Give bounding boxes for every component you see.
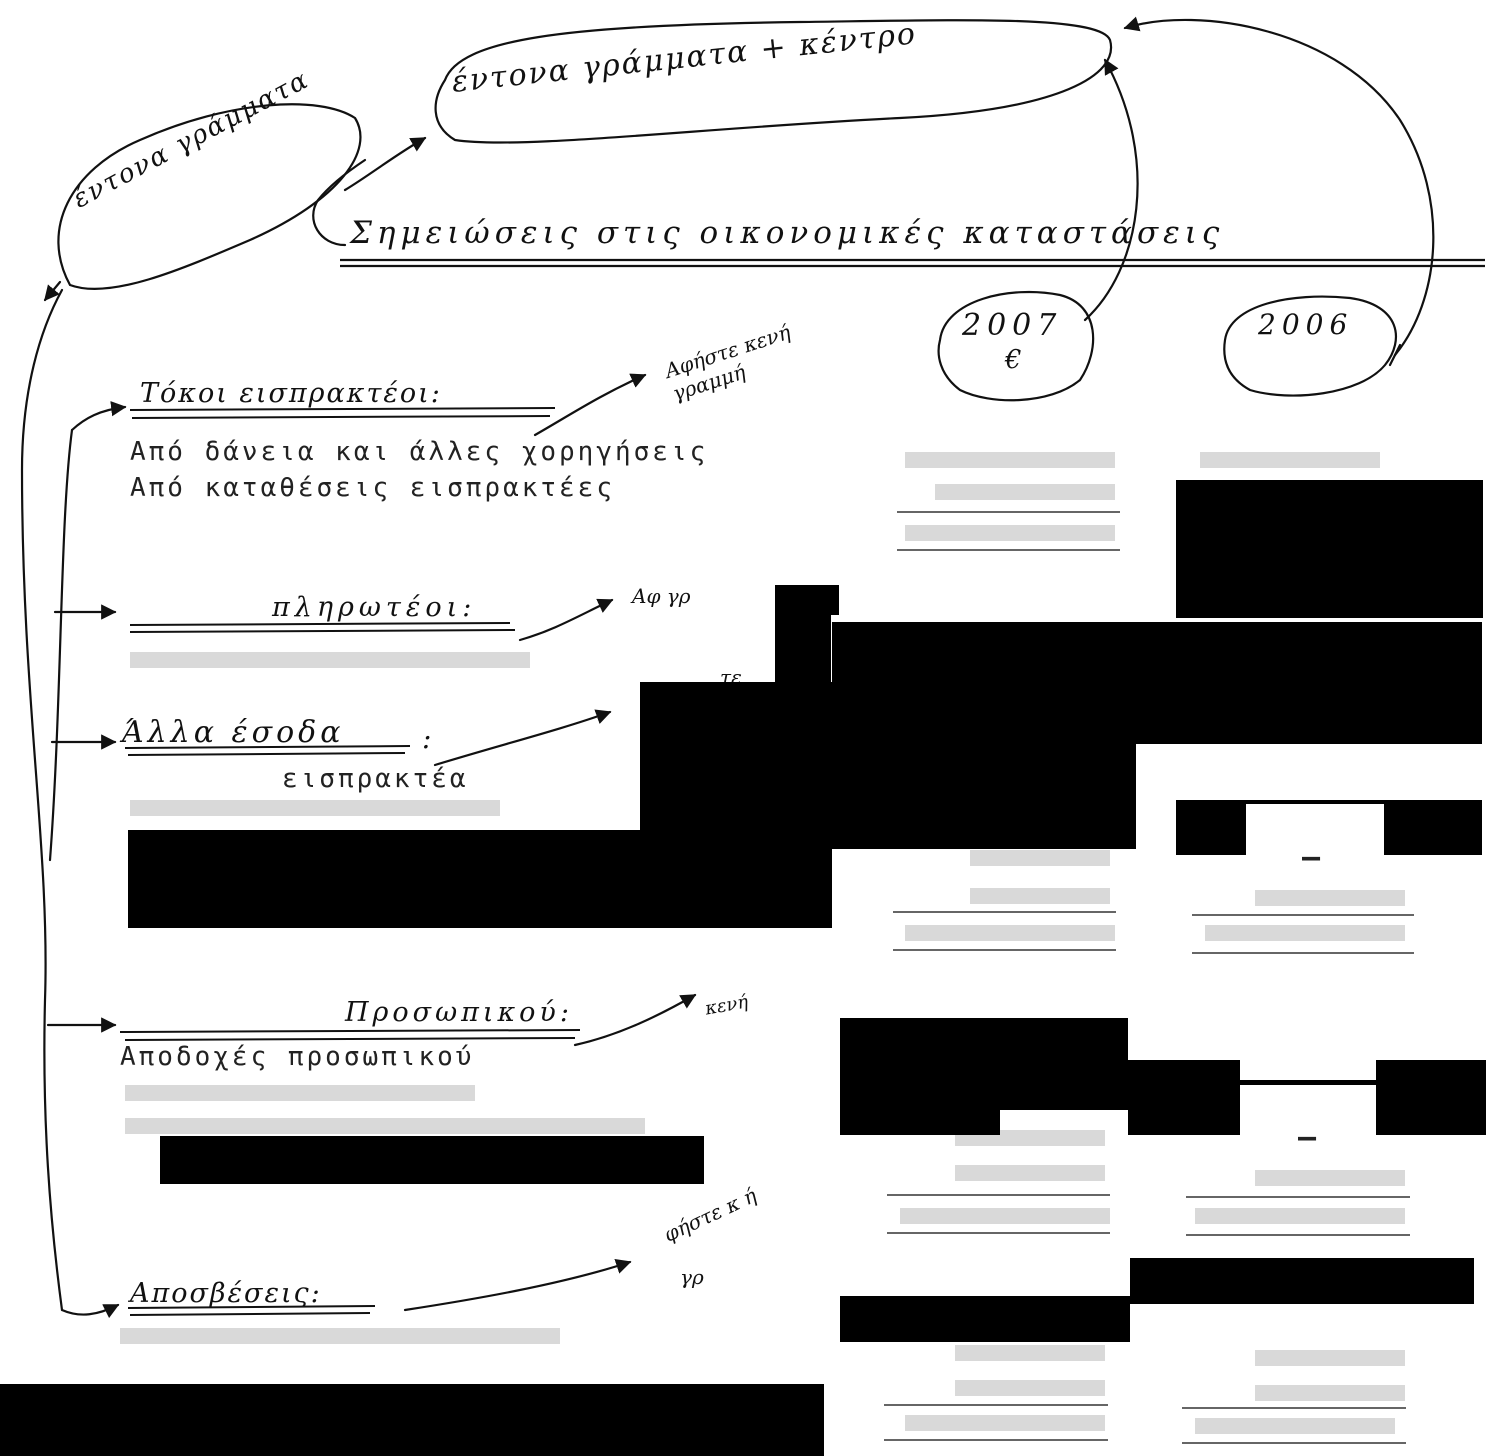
faded-value	[955, 1345, 1105, 1361]
redaction-block	[832, 622, 1482, 744]
redaction-block	[0, 1384, 824, 1456]
line-receivable: εισπρακτέα	[282, 764, 469, 794]
faded-value	[900, 1208, 1110, 1224]
redaction-block	[840, 1296, 1130, 1342]
redaction-block	[1176, 800, 1246, 855]
heading-other-income-colon: :	[422, 722, 434, 755]
heading-depreciation: Αποσβέσεις:	[130, 1278, 322, 1309]
redaction-block	[1246, 800, 1384, 804]
faded-value	[905, 1415, 1105, 1431]
note-loop-bold	[57, 103, 362, 290]
redaction-block	[1130, 1258, 1474, 1304]
redaction-block	[1384, 800, 1482, 855]
faded-text	[125, 1118, 645, 1134]
faded-value	[1195, 1418, 1395, 1434]
arrow-2006-to-center	[1123, 16, 1435, 357]
faded-value	[935, 484, 1115, 500]
faded-value	[970, 850, 1110, 866]
value-dash-2006: –	[1298, 1120, 1320, 1155]
line-from-deposits: Από καταθέσεις εισπρακτέες	[130, 473, 615, 503]
faded-value	[905, 452, 1115, 468]
redaction-block	[775, 612, 831, 692]
redaction-block	[1176, 480, 1483, 618]
arrow-bold-to-center	[343, 136, 427, 192]
redaction-block	[840, 1018, 1128, 1110]
faded-value	[905, 525, 1115, 541]
heading-payable: πληρωτέοι:	[272, 592, 477, 623]
redaction-block	[840, 1110, 1000, 1135]
redaction-block	[832, 744, 1136, 849]
redaction-block	[1128, 1060, 1240, 1135]
faded-text	[125, 1085, 475, 1101]
redaction-block	[1376, 1060, 1486, 1135]
redaction-block	[1240, 1080, 1376, 1085]
faded-value	[955, 1380, 1105, 1396]
faded-value	[1195, 1208, 1405, 1224]
faded-value	[1255, 1170, 1405, 1186]
redaction-block	[128, 830, 832, 928]
faded-value	[955, 1165, 1105, 1181]
heading-other-income: Άλλα έσοδα	[122, 715, 345, 750]
faded-text	[130, 652, 530, 668]
faded-value	[1200, 452, 1380, 468]
note-line-short: γρ	[680, 1265, 704, 1289]
faded-value	[905, 925, 1115, 941]
faded-value	[1255, 1350, 1405, 1366]
redaction-block	[160, 1136, 704, 1184]
faded-text	[120, 1328, 560, 1344]
faded-text	[130, 800, 500, 816]
redaction-block	[775, 585, 839, 615]
year-2007-loop	[937, 290, 1095, 402]
page-title: Σημειώσεις στις οικονομικές καταστάσεις	[350, 215, 1225, 251]
left-bracket-line	[20, 288, 64, 1312]
column-year-2007: 2007	[962, 308, 1063, 343]
note-leave-blank-short: Αφ γρ	[632, 584, 691, 608]
arrow-2007-to-center	[1083, 58, 1139, 322]
faded-value	[1205, 925, 1405, 941]
faded-value	[1255, 890, 1405, 906]
heading-personnel: Προσωπικού:	[345, 997, 573, 1028]
faded-value	[1255, 1385, 1405, 1401]
redaction-block	[640, 682, 832, 830]
line-staff-salaries: Αποδοχές προσωπικού	[120, 1042, 475, 1072]
column-year-2006: 2006	[1258, 308, 1354, 341]
note-loop-bold-center	[434, 19, 1113, 144]
heading-interest-receivable: Τόκοι εισπρακτέοι:	[140, 378, 442, 409]
value-dash-2006: –	[1302, 840, 1324, 875]
line-from-loans: Από δάνεια και άλλες χορηγήσεις	[130, 437, 709, 467]
column-currency-2007: €	[1005, 345, 1024, 375]
faded-value	[970, 888, 1110, 904]
year-2006-loop	[1223, 295, 1398, 397]
